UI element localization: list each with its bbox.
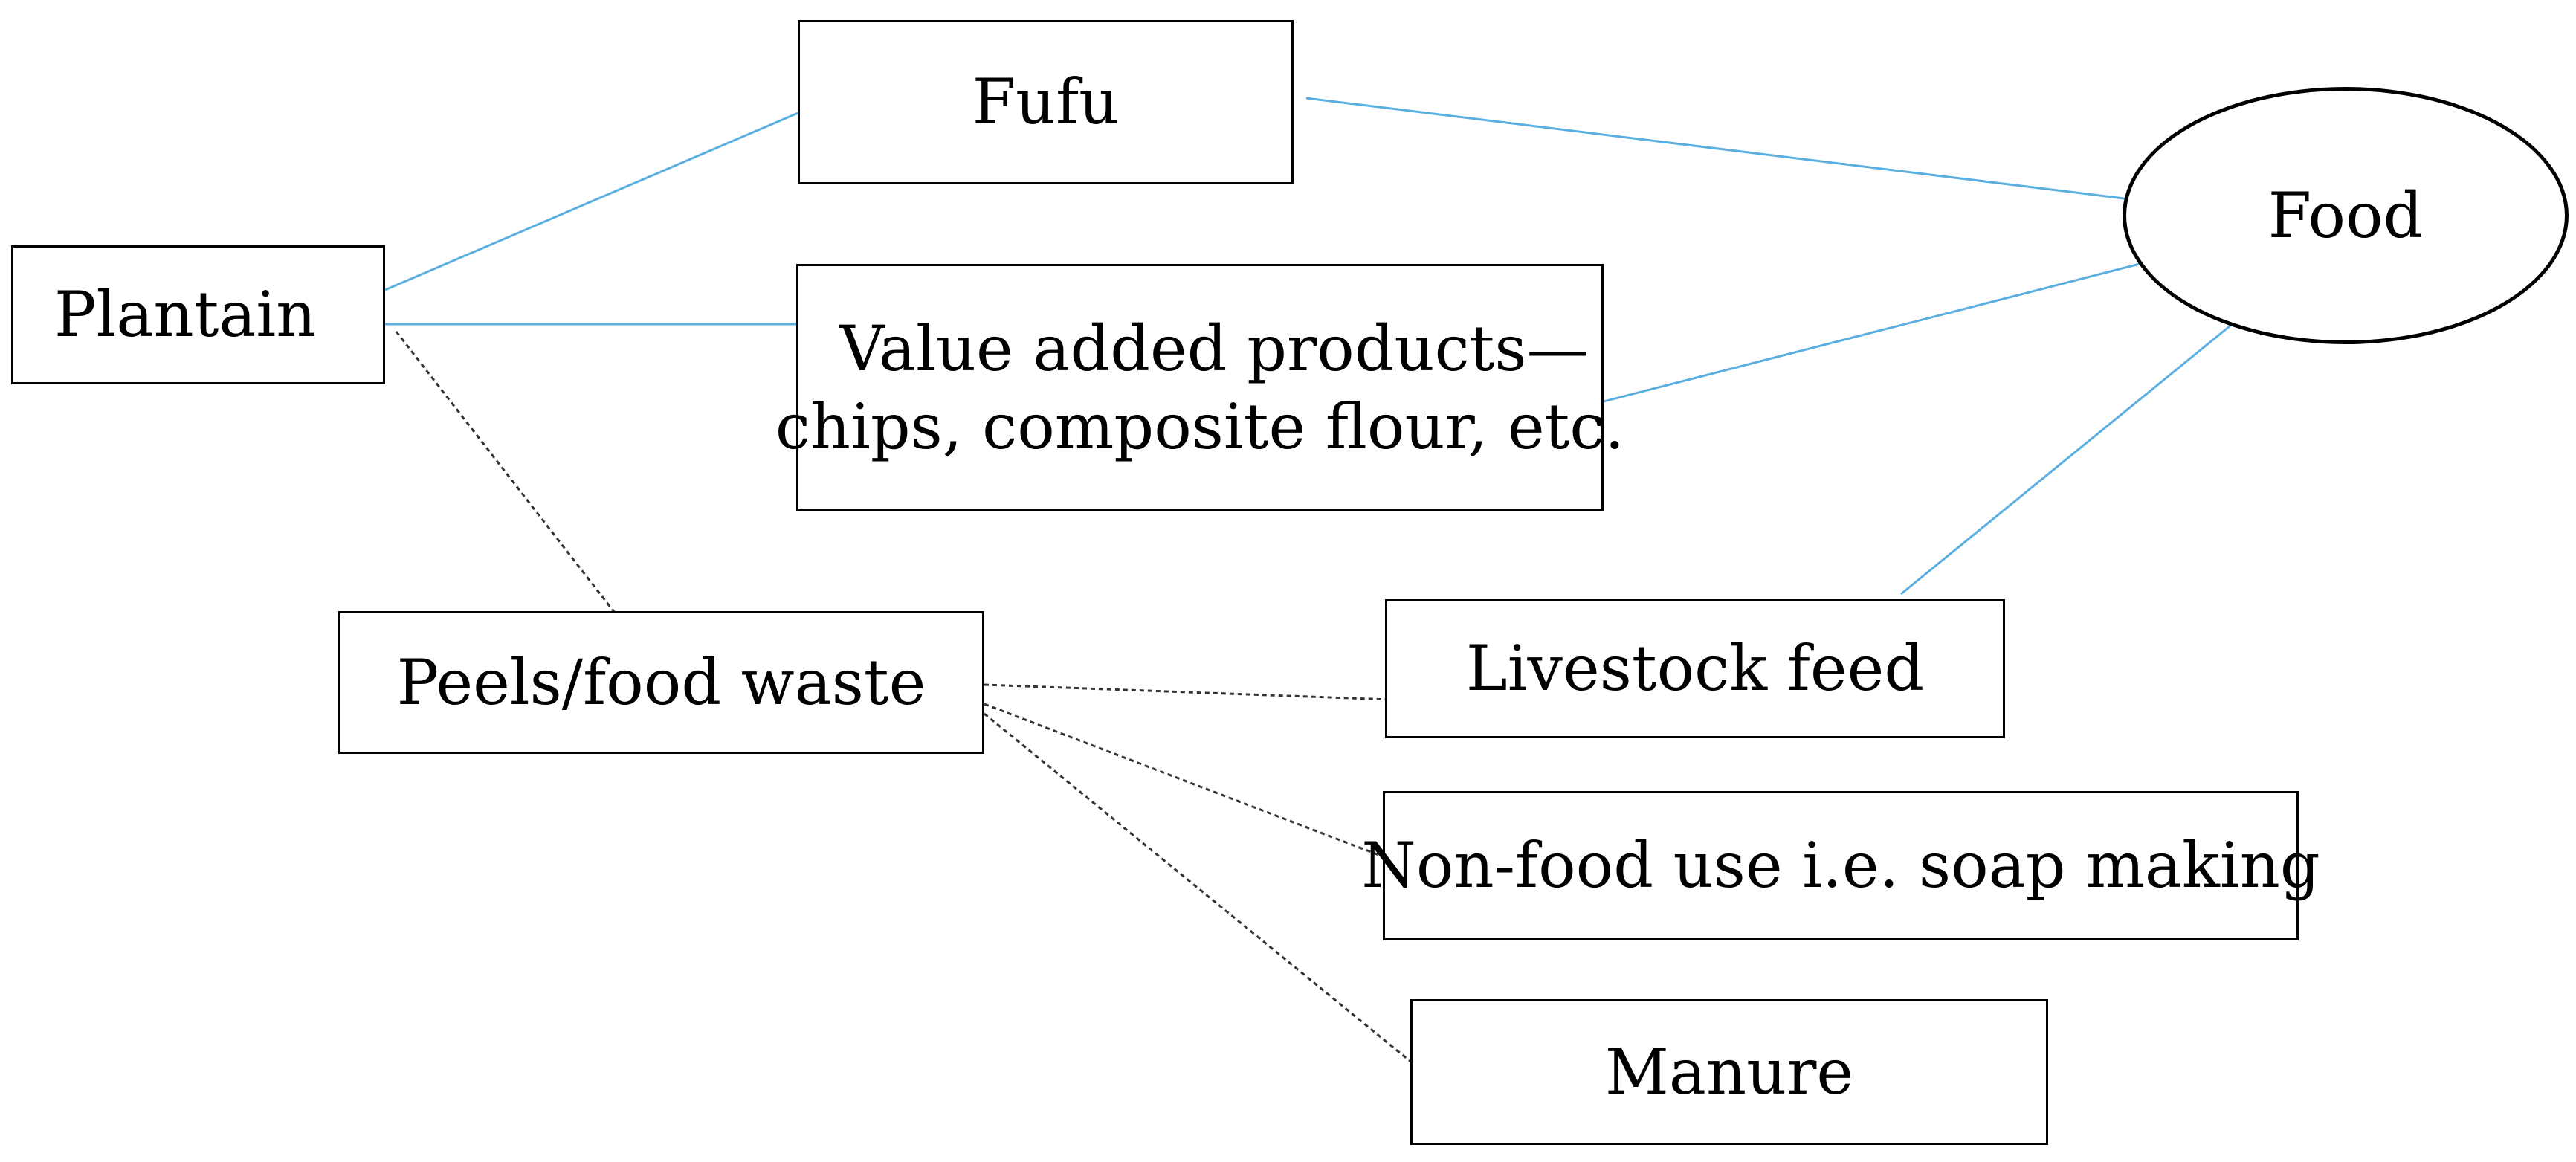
edge-plantain-fufu bbox=[384, 108, 807, 291]
value-added-label-line2: chips, composite flour, etc. bbox=[775, 390, 1625, 463]
fufu-node: Fufu bbox=[798, 20, 1294, 184]
food-label: Food bbox=[2267, 179, 2424, 252]
edge-fufu-food bbox=[1305, 97, 2131, 201]
non-food-use-node: Non-food use i.e. soap making bbox=[1361, 791, 2320, 940]
value-added-label-line1: Value added products— bbox=[839, 312, 1589, 385]
food-node: Food bbox=[2123, 87, 2569, 344]
plantain-label: Plantain bbox=[54, 278, 317, 351]
livestock-label: Livestock feed bbox=[1465, 632, 1925, 705]
manure-label: Manure bbox=[1604, 1035, 1854, 1108]
nonfood-label: Non-food use i.e. soap making bbox=[1361, 829, 2320, 902]
edge-livestock-food bbox=[1900, 321, 2235, 595]
manure-node: Manure bbox=[1410, 999, 2048, 1145]
edge-value-added-food bbox=[1603, 262, 2143, 403]
fufu-label: Fufu bbox=[972, 65, 1120, 138]
plantain-node: Plantain bbox=[11, 245, 385, 384]
edge-plantain-peels bbox=[395, 331, 621, 619]
edge-peels-nonfood bbox=[984, 703, 1384, 858]
peels-food-waste-node: Peels/food waste bbox=[338, 611, 984, 754]
livestock-feed-node: Livestock feed bbox=[1385, 599, 2005, 738]
value-added-products-node: Value added products— chips, composite f… bbox=[775, 264, 1624, 511]
edge-peels-livestock bbox=[984, 683, 1391, 701]
edge-peels-manure bbox=[984, 712, 1413, 1065]
peels-label: Peels/food waste bbox=[396, 645, 926, 719]
